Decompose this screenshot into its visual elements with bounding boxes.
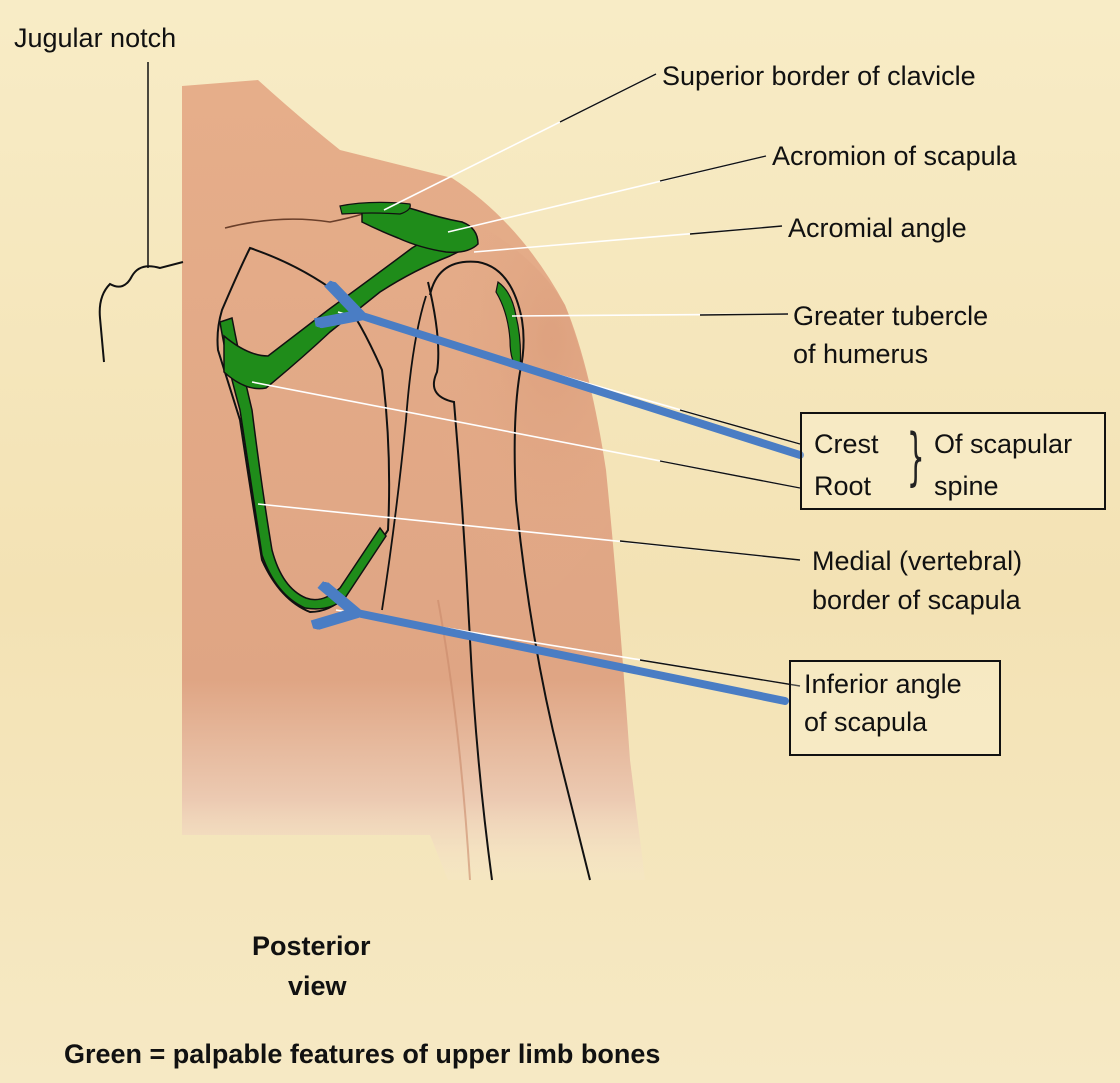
root-label: Root	[814, 468, 871, 504]
medial-border-label-1: Medial (vertebral)	[812, 543, 1022, 579]
neck-contour	[100, 262, 183, 362]
figure-caption: Green = palpable features of upper limb …	[64, 1036, 660, 1072]
brace-icon: }	[907, 426, 925, 488]
of-scapular-label: Of scapular	[934, 426, 1072, 462]
acromion-scapula-label: Acromion of scapula	[772, 138, 1017, 174]
medial-border-label-2: border of scapula	[812, 582, 1021, 618]
inferior-angle-label-1: Inferior angle	[804, 666, 962, 702]
acromial-angle-label: Acromial angle	[788, 210, 967, 246]
spine-label: spine	[934, 468, 999, 504]
crest-label: Crest	[814, 426, 879, 462]
view-label-1: Posterior	[252, 928, 371, 964]
superior-border-clavicle-label: Superior border of clavicle	[662, 58, 976, 94]
view-label-2: view	[288, 968, 347, 1004]
inferior-angle-label-2: of scapula	[804, 704, 927, 740]
greater-tubercle-label-1: Greater tubercle	[793, 298, 988, 334]
jugular-notch-label: Jugular notch	[14, 20, 176, 56]
greater-tubercle-label-2: of humerus	[793, 336, 928, 372]
clavicle-border-green	[340, 202, 410, 214]
